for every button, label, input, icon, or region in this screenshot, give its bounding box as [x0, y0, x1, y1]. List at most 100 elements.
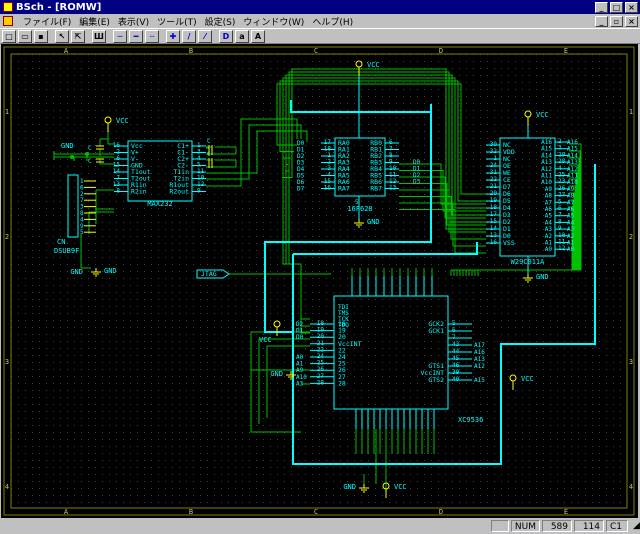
- rom-pin-right: A6: [545, 206, 553, 213]
- ruler-col-bottom: C: [314, 508, 318, 516]
- cpld-pin-left: 24: [338, 353, 346, 361]
- cpld-pin-left: 27: [338, 373, 346, 381]
- ruler-row-right: 1: [629, 108, 633, 116]
- status-num: NUM: [510, 520, 540, 532]
- label-large-button[interactable]: A: [251, 29, 265, 43]
- rom-net-label: A9: [567, 186, 575, 193]
- wire: [399, 202, 486, 247]
- rom-pin-right: A8: [545, 193, 553, 200]
- gnd-label: GND: [104, 267, 117, 275]
- mdi-minimize-button[interactable]: _: [595, 15, 608, 27]
- wire: [399, 189, 486, 233]
- ruler-col-top: A: [64, 47, 69, 55]
- rom-pin-right: A13: [541, 159, 552, 166]
- cpld-pin-left: VccINT: [338, 340, 362, 348]
- doc-icon[interactable]: [3, 16, 13, 26]
- wire: [288, 157, 310, 334]
- dsub9-pin-num: 8: [80, 210, 84, 217]
- mdi-restore-button[interactable]: ▫: [610, 15, 623, 27]
- rom-pin-left: NC: [503, 141, 511, 149]
- select-arrow-icon[interactable]: ↖: [55, 29, 69, 43]
- cpld-jtag-pin: TCK: [338, 316, 349, 323]
- cpld-net-label: A17: [474, 342, 485, 349]
- dash-line-icon[interactable]: ┄: [145, 29, 159, 43]
- wire: [468, 185, 576, 276]
- ruler-col-bottom: A: [64, 508, 69, 516]
- bus-line: [264, 104, 432, 333]
- mdi-close-button[interactable]: ×: [625, 15, 638, 27]
- component-icon[interactable]: Ш: [92, 29, 106, 43]
- cpld-jtag-pin: TDO: [338, 322, 349, 329]
- save-icon[interactable]: ▪: [34, 29, 48, 43]
- cpld-pin-right: GCK1: [428, 327, 444, 335]
- bus-icon[interactable]: ━: [129, 29, 143, 43]
- cpld-net-label: D0: [296, 334, 304, 341]
- rom-net-label: A1: [567, 240, 575, 247]
- rom-net-label: A14: [567, 152, 578, 159]
- wire-icon[interactable]: ─: [113, 29, 127, 43]
- rom-pin-right: A5: [545, 213, 553, 220]
- cpld-pin-right: GCK2: [428, 320, 444, 328]
- menu-window[interactable]: ウィンドウ(W): [243, 17, 305, 28]
- dsub9-pin-num: 9: [80, 223, 84, 230]
- bus-entry-icon[interactable]: ⁄: [198, 29, 212, 43]
- cap-label: C: [88, 158, 92, 165]
- ruler-col-top: E: [564, 47, 568, 55]
- ruler-col-bottom: B: [189, 508, 193, 516]
- ruler-row-right: 3: [629, 358, 633, 366]
- max232-pin-right: R1out: [169, 181, 189, 189]
- rom-net-label: A11: [567, 173, 578, 180]
- gnd-label: GND: [343, 483, 356, 491]
- max232-pin-right: T2in: [173, 175, 189, 183]
- menu-edit[interactable]: 編集(E): [79, 17, 110, 28]
- label-small-button[interactable]: a: [235, 29, 249, 43]
- frame-outer: [3, 46, 635, 516]
- rom-pin-right: A1: [545, 240, 553, 247]
- cpld-net-label: D1: [296, 328, 304, 335]
- wire: [399, 176, 486, 219]
- dsub9-pin-num: 1: [80, 178, 84, 185]
- jtag-label: JTAG: [201, 270, 217, 278]
- wire: [456, 157, 580, 276]
- status-layer: C1: [606, 520, 628, 532]
- cap-label: C: [207, 151, 211, 158]
- rom-net-label: A15: [567, 146, 578, 153]
- menu-settings[interactable]: 設定(S): [204, 17, 236, 28]
- cpld-pin-left: 22: [338, 346, 346, 354]
- new-file-icon[interactable]: □: [2, 29, 16, 43]
- ruler-row-left: 2: [5, 233, 9, 241]
- max232-pin-right: R2out: [169, 188, 189, 196]
- open-folder-icon[interactable]: ▭: [18, 29, 32, 43]
- drag-arrow-icon[interactable]: ⇱: [71, 29, 85, 43]
- resize-grip-icon[interactable]: ◢: [633, 521, 640, 531]
- wire: [206, 124, 302, 180]
- minimize-button[interactable]: _: [595, 1, 608, 13]
- wire: [279, 80, 486, 202]
- cpld-pin-left: 20: [338, 333, 346, 341]
- rom-pin-left: VSS: [503, 239, 515, 247]
- maximize-button[interactable]: □: [610, 1, 623, 13]
- ruler-row-left: 1: [5, 108, 9, 116]
- rom-net-label: A4: [567, 219, 575, 226]
- tag-icon[interactable]: D: [219, 29, 233, 43]
- vcc-label: VCC: [259, 336, 272, 344]
- menu-file[interactable]: ファイル(F): [23, 17, 72, 28]
- entry-icon[interactable]: /: [182, 29, 196, 43]
- rom-pin-left: D5: [503, 197, 511, 205]
- cpld-pin-left: 26: [338, 366, 346, 374]
- menu-help[interactable]: ヘルプ(H): [312, 17, 354, 28]
- cpld-net-label: D2: [296, 321, 304, 328]
- junction-icon[interactable]: ✚: [166, 29, 180, 43]
- rom-pin-left: D4: [503, 204, 511, 212]
- pic-pin-right: RB0: [370, 139, 382, 147]
- cpld-net-label: A10: [296, 374, 307, 381]
- menu-tools[interactable]: ツール(T): [157, 17, 197, 28]
- menu-view[interactable]: 表示(V): [117, 17, 150, 28]
- rom-pin-right: A0: [545, 246, 553, 253]
- ruler-col-bottom: E: [564, 508, 568, 516]
- frame-inner: [10, 53, 628, 509]
- close-button[interactable]: ×: [625, 1, 638, 13]
- cpld-pin-left: 18: [338, 320, 346, 328]
